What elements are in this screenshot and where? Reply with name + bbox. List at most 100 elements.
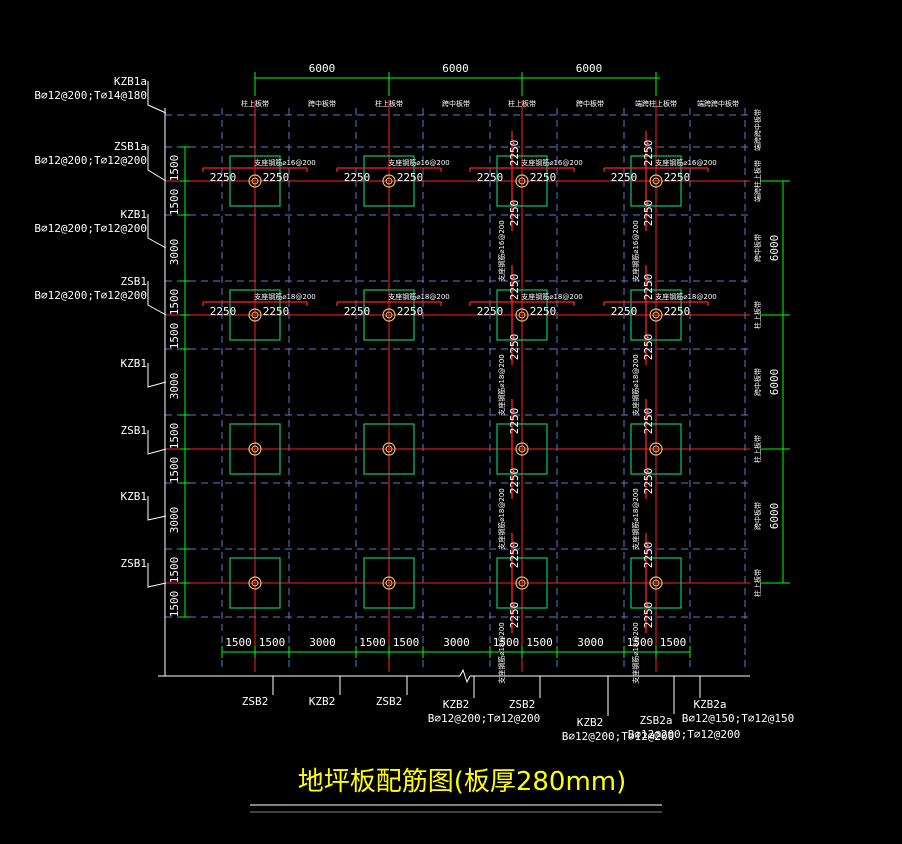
bottom-dimension-0: 1500 xyxy=(225,636,252,649)
column-outer-1-2 xyxy=(515,308,529,322)
left-dimension-3: 1500 xyxy=(168,289,181,316)
top-strip-label-7: 端跨跨中板带 xyxy=(697,99,739,108)
right-strip-label-7: 柱上板带 xyxy=(753,569,762,597)
left-dimension-4: 1500 xyxy=(168,323,181,350)
bottom-label-name-0: ZSB2 xyxy=(242,695,269,708)
left-label-name-7: ZSB1 xyxy=(121,557,148,570)
pile-caps xyxy=(229,155,682,609)
pile-cap-1-3 xyxy=(630,289,682,341)
bottom-label-name-3: KZB2 xyxy=(443,698,470,711)
top-dimension-1: 6000 xyxy=(442,62,469,75)
left-dimension-10: 1500 xyxy=(168,591,181,618)
right-strip-label-5: 柱上板带 xyxy=(753,435,762,463)
left-label-leader-1 xyxy=(147,146,167,182)
column-outer-1-3 xyxy=(649,308,663,322)
top-strip-label-6: 端跨柱上板带 xyxy=(635,99,677,108)
left-dimension-7: 1500 xyxy=(168,457,181,484)
vertical-rebar-note-2-3: 支座钢筋⌀18@200 xyxy=(631,488,640,549)
vertical-rebar-note-3-2: 支座钢筋⌀18@200 xyxy=(497,622,506,683)
bottom-dimension-6: 1500 xyxy=(493,636,520,649)
top-strip-label-5: 跨中板带 xyxy=(576,99,604,108)
bottom-dimension-7: 1500 xyxy=(526,636,553,649)
pile-cap-0-3 xyxy=(630,155,682,207)
bottom-dimension-3: 1500 xyxy=(359,636,386,649)
rebar-length-up-0-3: 2250 xyxy=(642,140,655,167)
left-label-spec-1: B⌀12@200;T⌀12@200 xyxy=(34,154,147,167)
left-label-spec-0: B⌀12@200;T⌀14@180 xyxy=(34,89,147,102)
right-dimension-0: 6000 xyxy=(768,235,781,262)
rebar-length-up-3-2: 2250 xyxy=(508,542,521,569)
column-inner-3-1 xyxy=(385,579,393,587)
top-strip-label-1: 跨中板带 xyxy=(308,99,336,108)
rebar-note-0-3: 支座钢筋⌀16@200 xyxy=(655,158,716,167)
rebar-length-right-1-1: 2250 xyxy=(397,305,424,318)
pile-cap-3-0 xyxy=(229,557,281,609)
rebar-length-left-0-2: 2250 xyxy=(477,171,504,184)
bottom-dimension-1: 1500 xyxy=(259,636,286,649)
column-inner-0-0 xyxy=(251,177,259,185)
column-inner-2-2 xyxy=(518,445,526,453)
left-dimension-9: 1500 xyxy=(168,557,181,584)
rebar-length-up-1-2: 2250 xyxy=(508,274,521,301)
rebar-length-left-0-1: 2250 xyxy=(344,171,371,184)
top-strip-label-4: 柱上板带 xyxy=(508,99,536,108)
rebar-note-0-0: 支座钢筋⌀16@200 xyxy=(254,158,315,167)
rebar-note-1-0: 支座钢筋⌀18@200 xyxy=(254,292,315,301)
rebar-length-down-1-2: 2250 xyxy=(508,334,521,361)
vertical-rebar-note-1-2: 支座钢筋⌀18@200 xyxy=(497,354,506,415)
column-outer-0-1 xyxy=(382,174,396,188)
column-outer-3-1 xyxy=(382,576,396,590)
left-label-spec-2: B⌀12@200;T⌀12@200 xyxy=(34,222,147,235)
bottom-label-name-5: KZB2 xyxy=(577,716,604,729)
rebar-length-left-0-3: 2250 xyxy=(611,171,638,184)
top-dimension-2: 6000 xyxy=(576,62,603,75)
left-label-leader-0 xyxy=(147,81,167,114)
bottom-label-spec-5: B⌀12@200;T⌀12@200 xyxy=(562,730,675,743)
pile-cap-3-2 xyxy=(496,557,548,609)
pile-cap-1-1 xyxy=(363,289,415,341)
right-strip-label-2: 跨中板带 xyxy=(753,234,762,262)
pile-cap-2-1 xyxy=(363,423,415,475)
rebar-length-left-0-0: 2250 xyxy=(210,171,237,184)
rebar-note-1-1: 支座钢筋⌀18@200 xyxy=(388,292,449,301)
rebar-length-up-3-3: 2250 xyxy=(642,542,655,569)
rebar-length-down-3-2: 2250 xyxy=(508,602,521,629)
left-dimension-2: 3000 xyxy=(168,239,181,266)
right-dimension-2: 6000 xyxy=(768,503,781,530)
column-outer-2-2 xyxy=(515,442,529,456)
left-dimension-1: 1500 xyxy=(168,189,181,216)
pile-cap-1-2 xyxy=(496,289,548,341)
right-strip-label-4: 跨中板带 xyxy=(753,368,762,396)
top-strip-label-2: 柱上板带 xyxy=(375,99,403,108)
rebar-length-down-2-2: 2250 xyxy=(508,468,521,495)
bottom-dimension-9: 1500 xyxy=(627,636,654,649)
rebar-lines xyxy=(202,131,709,633)
strip-grid xyxy=(164,108,750,670)
column-outer-2-1 xyxy=(382,442,396,456)
rebar-length-down-2-3: 2250 xyxy=(642,468,655,495)
right-strip-label-3: 柱上板带 xyxy=(753,301,762,329)
left-label-name-6: KZB1 xyxy=(121,490,148,503)
top-dimension-0: 6000 xyxy=(309,62,336,75)
column-inner-1-3 xyxy=(652,311,660,319)
column-outer-1-1 xyxy=(382,308,396,322)
rebar-length-up-1-3: 2250 xyxy=(642,274,655,301)
rebar-length-left-1-3: 2250 xyxy=(611,305,638,318)
pile-cap-2-0 xyxy=(229,423,281,475)
column-outer-0-3 xyxy=(649,174,663,188)
bottom-dimension-4: 1500 xyxy=(393,636,420,649)
column-outer-2-3 xyxy=(649,442,663,456)
column-outer-3-3 xyxy=(649,576,663,590)
pile-cap-1-0 xyxy=(229,289,281,341)
rebar-length-left-1-0: 2250 xyxy=(210,305,237,318)
column-inner-1-0 xyxy=(251,311,259,319)
column-inner-2-3 xyxy=(652,445,660,453)
left-label-leader-6 xyxy=(147,496,167,521)
left-label-leader-3 xyxy=(147,281,167,316)
left-label-name-3: ZSB1 xyxy=(121,275,148,288)
left-label-leader-5 xyxy=(147,430,167,455)
right-strip-label-6: 跨中板带 xyxy=(753,502,762,530)
left-label-name-1: ZSB1a xyxy=(114,140,147,153)
rebar-length-up-2-3: 2250 xyxy=(642,408,655,435)
